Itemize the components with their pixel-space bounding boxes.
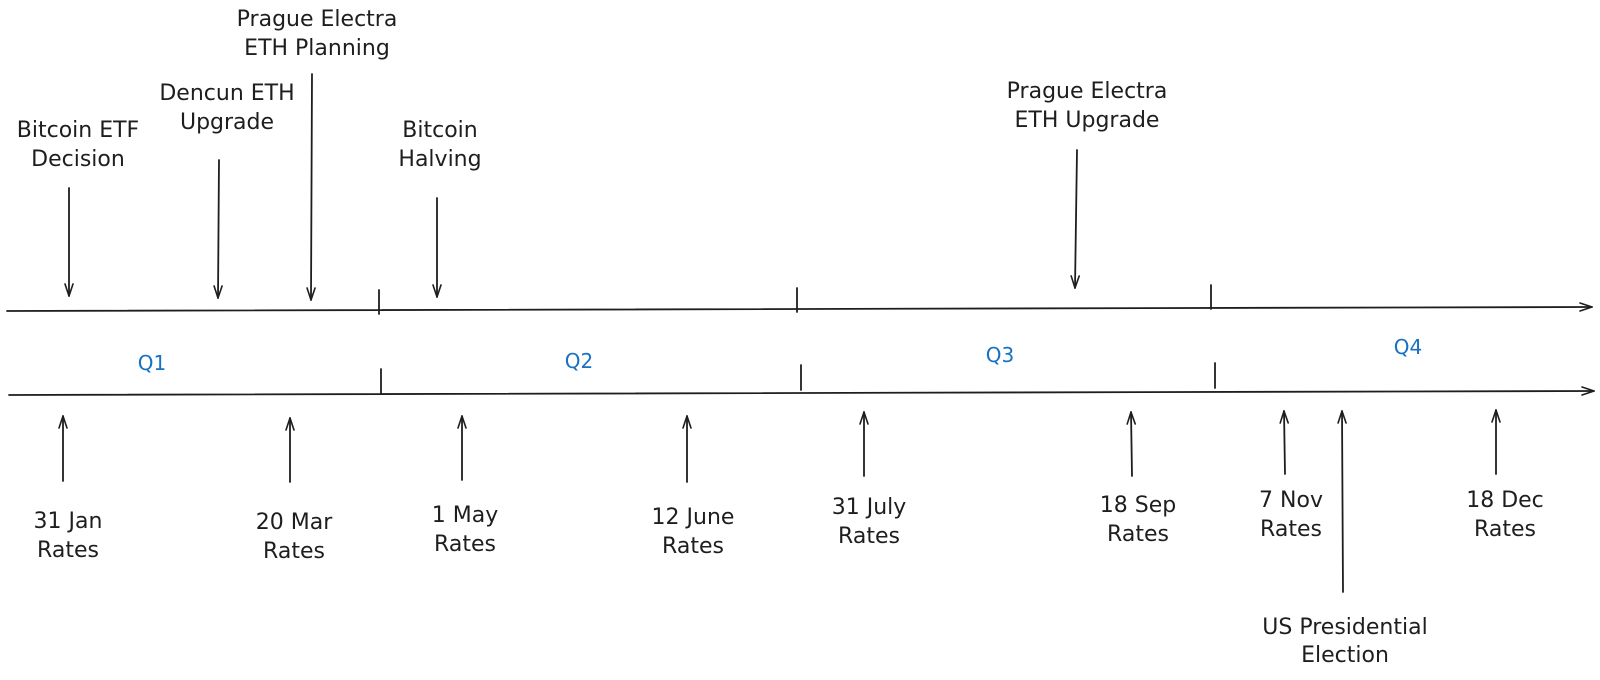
event-label-line: 31 Jan	[33, 509, 103, 534]
arrow-18-sep-rates	[1126, 411, 1136, 477]
event-label-us-presidential-election: US Presidential Election	[1262, 614, 1427, 670]
event-label-bitcoin-etf-decision: Bitcoin ETF Decision	[17, 116, 139, 174]
event-label-20-mar-rates: 20 Mar Rates	[256, 508, 333, 566]
event-label-line: Bitcoin	[402, 118, 478, 143]
event-label-line: Halving	[398, 147, 482, 172]
event-label-line: Rates	[1107, 522, 1169, 547]
quarter-label-q1: Q1	[137, 351, 167, 375]
event-label-line: ETH Upgrade	[1014, 108, 1160, 133]
arrow-dencun-eth-upgrade	[213, 159, 223, 299]
event-label-line: Rates	[662, 534, 724, 559]
event-label-bitcoin-halving: Bitcoin Halving	[398, 116, 481, 174]
arrow-us-presidential-election	[1337, 410, 1347, 593]
event-label-line: Prague Electra	[1006, 79, 1168, 104]
event-label-line: 12 June	[651, 505, 735, 530]
event-label-line: Rates	[263, 539, 325, 564]
arrow-7-nov-rates	[1279, 410, 1289, 475]
event-label-line: 18 Dec	[1466, 488, 1544, 513]
event-label-31-jan-rates: 31 Jan Rates	[34, 507, 103, 565]
event-label-line: Rates	[1260, 517, 1322, 542]
quarter-label-q2: Q2	[564, 349, 594, 373]
arrow-prague-electra-eth-upgrade	[1070, 149, 1080, 289]
event-label-line: Election	[1301, 643, 1389, 668]
quarter-label-q4: Q4	[1393, 335, 1423, 359]
event-label-line: Rates	[1474, 517, 1536, 542]
event-label-line: 31 July	[831, 495, 907, 520]
event-label-12-june-rates: 12 June Rates	[652, 503, 735, 561]
event-label-31-july-rates: 31 July Rates	[832, 493, 907, 551]
lower-timeline-axis	[8, 386, 1595, 396]
event-label-line: 1 May	[431, 503, 499, 528]
event-label-line: US Presidential	[1262, 615, 1428, 640]
event-label-7-nov-rates: 7 Nov Rates	[1259, 486, 1323, 544]
event-label-line: Dencun ETH	[159, 81, 295, 106]
event-label-prague-electra-eth-planning: Prague Electra ETH Planning	[237, 5, 398, 63]
event-label-line: Rates	[37, 538, 99, 563]
event-label-line: Rates	[838, 524, 900, 549]
event-label-line: Upgrade	[179, 110, 275, 135]
event-label-line: 7 Nov	[1259, 488, 1323, 513]
arrow-prague-electra-eth-planning	[306, 73, 316, 301]
event-label-line: Decision	[31, 147, 125, 172]
event-label-line: ETH Planning	[244, 36, 390, 61]
event-label-line: Bitcoin ETF	[16, 118, 140, 143]
event-label-dencun-eth-upgrade: Dencun ETH Upgrade	[159, 79, 294, 137]
event-label-prague-electra-eth-upgrade: Prague Electra ETH Upgrade	[1007, 77, 1168, 135]
event-label-line: Rates	[434, 532, 496, 557]
event-label-18-dec-rates: 18 Dec Rates	[1466, 486, 1544, 544]
event-label-18-sep-rates: 18 Sep Rates	[1100, 491, 1176, 549]
event-label-line: 20 Mar	[255, 510, 333, 535]
event-label-line: Prague Electra	[236, 7, 398, 32]
event-label-line: 18 Sep	[1099, 493, 1177, 518]
event-label-1-may-rates: 1 May Rates	[432, 501, 498, 559]
upper-timeline-axis	[6, 302, 1593, 312]
quarter-label-q3: Q3	[985, 343, 1015, 367]
